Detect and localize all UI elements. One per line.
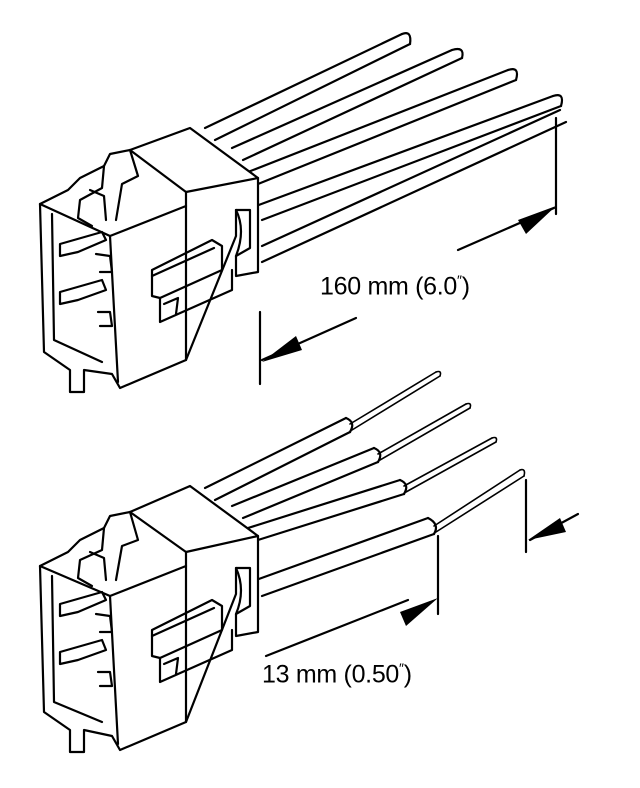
bottom-dimension-label: 13 mm (0.50″) [262,660,412,689]
top-dimension-label: 160 mm (6.0″) [320,272,470,301]
top-wires [203,32,568,264]
bottom-wires [203,370,526,598]
top-dimension-lines [258,116,558,386]
dimension-arrow-icon [262,336,302,362]
connector-bottom-icon [38,370,526,754]
bottom-dimension-lines [264,478,580,658]
connector-top-icon [38,32,568,394]
